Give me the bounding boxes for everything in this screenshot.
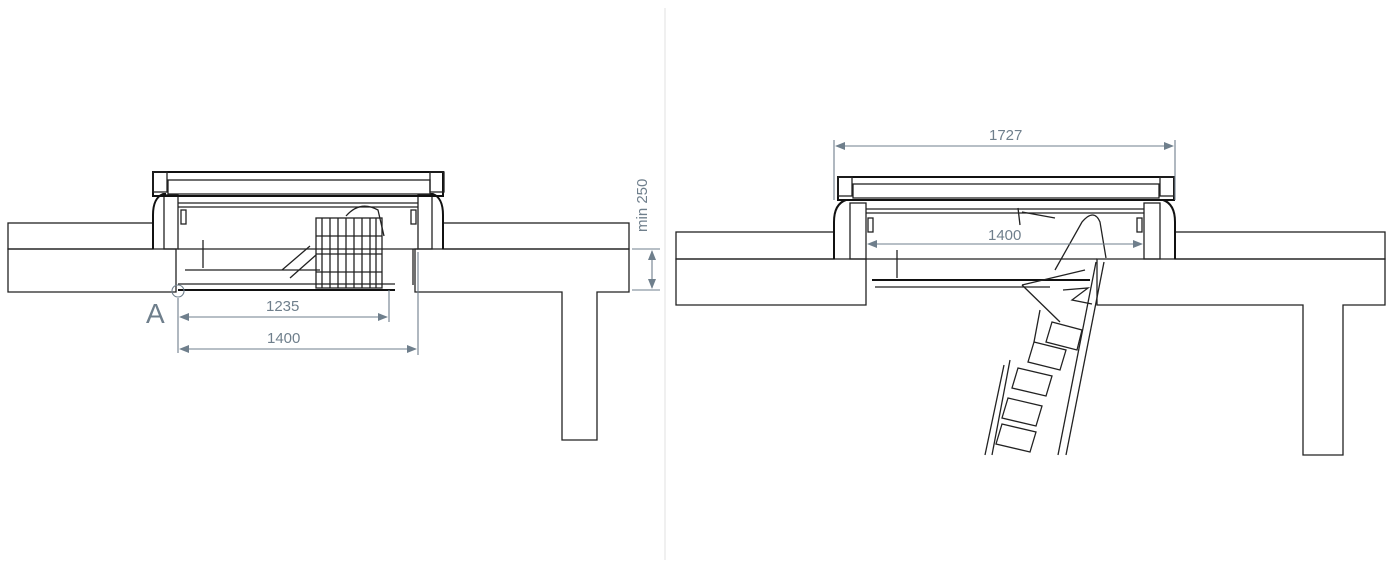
right-lid-cap-right <box>1159 176 1175 197</box>
left-dim-250-label: min 250 <box>634 179 651 232</box>
left-flashing-right <box>430 193 444 249</box>
right-upstand-right <box>1143 202 1161 260</box>
right-handrail <box>1054 214 1107 271</box>
left-lid-cap-right <box>429 171 445 193</box>
left-roof-layer-right <box>442 222 630 250</box>
right-roof-layer-right <box>1174 231 1386 260</box>
right-dim-1727-label: 1727 <box>989 127 1022 144</box>
right-concrete-slab-right <box>1096 258 1386 456</box>
right-upstand-left <box>849 202 867 260</box>
right-dim-1400-label: 1400 <box>988 227 1021 244</box>
left-concrete-slab-right <box>414 248 630 441</box>
left-flashing-left <box>152 193 166 249</box>
left-concrete-slab <box>7 248 177 293</box>
left-lid-cap-left <box>152 171 168 193</box>
right-latch-left <box>867 217 874 233</box>
left-dim-1400-label: 1400 <box>267 330 300 347</box>
right-concrete-slab <box>675 258 867 306</box>
right-lid-insulation <box>852 183 1160 199</box>
right-lid-cap-left <box>837 176 853 197</box>
right-section-view: 1727 1400 <box>675 127 1386 456</box>
left-folded-ladder <box>281 205 385 289</box>
right-lid-frame <box>837 176 1175 201</box>
left-latch-left <box>180 209 187 225</box>
left-lid-insulation <box>167 179 431 195</box>
left-upstand-left <box>163 194 179 250</box>
right-handle <box>1017 207 1056 226</box>
left-section-view: A 1235 1400 min 250 <box>7 171 660 441</box>
detail-marker-label: A <box>146 298 165 329</box>
left-lid-frame <box>152 171 444 197</box>
left-upstand-right <box>417 194 433 250</box>
right-latch-right <box>1136 217 1143 233</box>
left-latch-right <box>410 209 417 225</box>
left-roof-layer-left <box>7 222 154 250</box>
left-dim-1235-label: 1235 <box>266 298 299 315</box>
right-deployed-ladder <box>984 261 1105 456</box>
right-flashing-right <box>1160 199 1176 259</box>
detail-marker-circle <box>171 284 185 298</box>
right-roof-layer-left <box>675 231 835 260</box>
right-flashing-left <box>833 199 850 259</box>
